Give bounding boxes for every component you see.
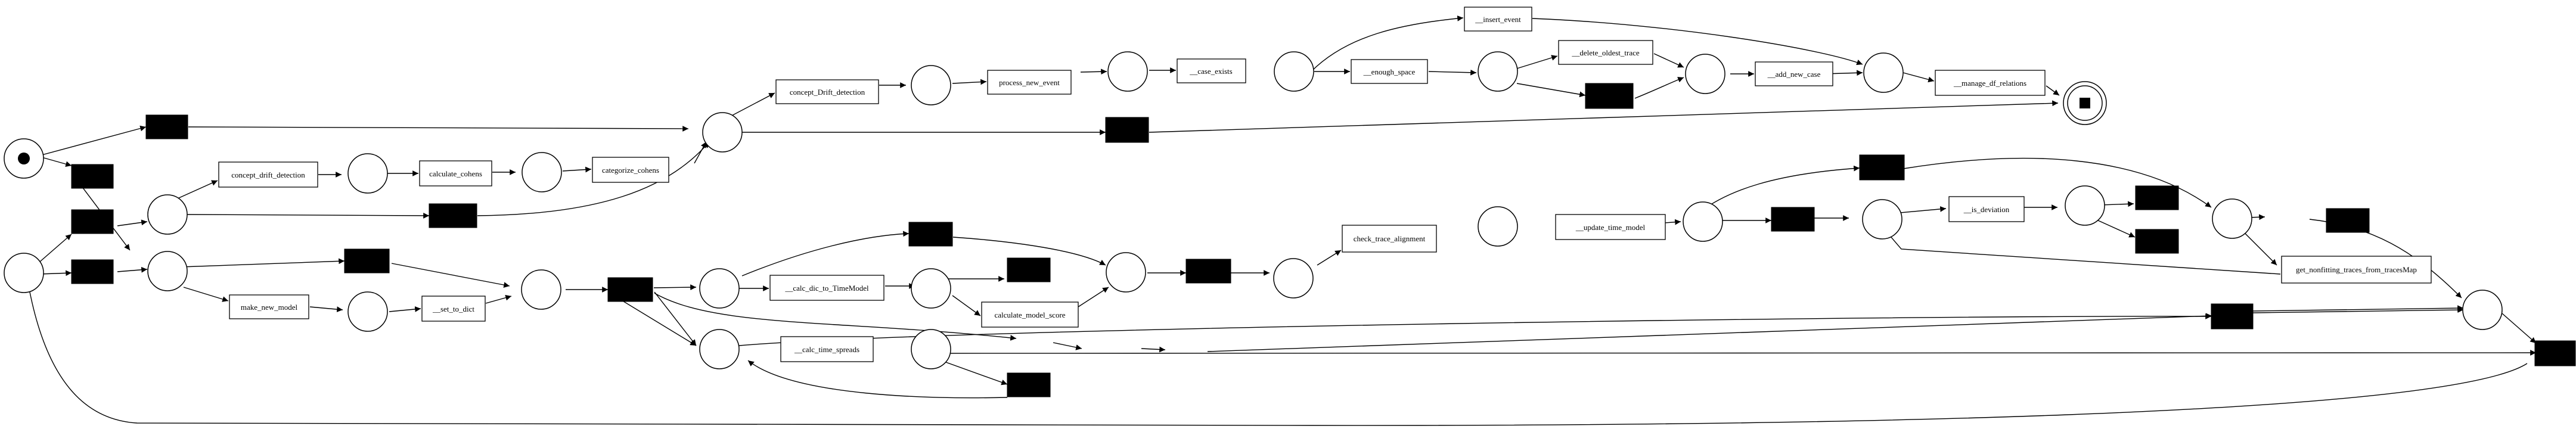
- silent-transition: [1771, 207, 1815, 232]
- silent-transition: [71, 209, 114, 234]
- place: [2212, 198, 2252, 239]
- place: [347, 153, 388, 194]
- place: [699, 268, 740, 309]
- silent-transition: [908, 222, 953, 247]
- silent-transition: [1185, 259, 1231, 284]
- transition-box: [981, 301, 1079, 328]
- transition-box: [775, 79, 879, 104]
- silent-transition: [1007, 372, 1051, 397]
- transition-concept-drift-detection-label: concept_drift_detection: [231, 170, 305, 179]
- transition-manage-df-relations-label: __manage_df_relations: [1953, 79, 2026, 88]
- silent-transition: [607, 277, 653, 302]
- silent-transition: [2326, 208, 2370, 233]
- place: [911, 65, 951, 105]
- place: [1685, 54, 1725, 94]
- transition-box: [987, 70, 1072, 95]
- silent-transition: [1007, 257, 1051, 282]
- place: [911, 329, 951, 369]
- silent-transition: [145, 114, 188, 139]
- place: [702, 112, 743, 153]
- place: [4, 253, 44, 293]
- places: [4, 51, 2503, 369]
- place: [1862, 199, 1902, 240]
- place: [699, 329, 740, 369]
- tokens: [18, 98, 2090, 164]
- silent-transition: [2135, 185, 2179, 210]
- silent-transition: [1585, 83, 1634, 109]
- transition-categorize-cohens-label: categorize_cohens: [602, 166, 659, 175]
- place: [1106, 252, 1146, 293]
- transition-calculate-cohens-label: calculate_cohens: [429, 169, 482, 178]
- place: [1683, 201, 1723, 242]
- transition-box: [769, 275, 884, 301]
- transition-box: [1351, 59, 1428, 84]
- transition-make-new-model-label: make_new_model: [241, 303, 298, 312]
- place: [1274, 51, 1314, 92]
- transition-box: [1935, 70, 2046, 96]
- transition-box: [1948, 196, 2025, 222]
- place: [147, 194, 188, 235]
- transition-case-exists-label: __case_exists: [1189, 67, 1232, 76]
- token: [18, 153, 30, 164]
- transition-box: [2281, 256, 2432, 284]
- transition-box: [1464, 7, 1532, 32]
- transition-box: [218, 161, 318, 188]
- transition-box: [229, 294, 309, 319]
- silent-transition: [429, 203, 477, 228]
- transition-calculate-model-score-label: calculate_model_score: [994, 310, 1065, 319]
- place: [347, 291, 388, 332]
- transition-box: [592, 157, 669, 183]
- transition-calc-time-spreads-label: __calc_time_spreads: [794, 345, 859, 354]
- place: [911, 268, 951, 309]
- place: [147, 251, 188, 291]
- transition-delete-oldest-trace-label: __delete_oldest_trace: [1571, 48, 1640, 57]
- transition-get-nonfitting-traces-label: get_nonfitting_traces_from_tracesMap: [2296, 265, 2417, 274]
- transition-is-deviation-label: __is_deviation: [1963, 205, 2010, 214]
- place: [2462, 290, 2503, 330]
- place: [521, 269, 561, 310]
- labeled-transitions: __insert_event concept_Drift_detection p…: [218, 7, 2432, 362]
- transition-process-new-event-label: process_new_event: [999, 78, 1060, 87]
- transition-calc-dic-to-timemodel-label: __calc_dic_to_TimeModel: [784, 284, 869, 293]
- transition-box: [419, 160, 492, 186]
- transition-box: [1177, 58, 1246, 83]
- transition-box: [780, 336, 874, 362]
- transition-box: [421, 296, 486, 322]
- silent-transitions: [71, 83, 2576, 397]
- silent-transition: [1105, 117, 1149, 143]
- silent-transition: [344, 248, 390, 273]
- arcs: [27, 15, 2537, 427]
- final-marking: [2080, 98, 2090, 108]
- place: [1863, 52, 1904, 93]
- silent-transition: [2211, 303, 2254, 329]
- transition-box: [1555, 214, 1666, 240]
- place: [522, 152, 562, 192]
- transition-box: [1342, 225, 1437, 253]
- silent-transition: [71, 259, 114, 284]
- silent-transition: [1859, 154, 1905, 181]
- place: [1273, 258, 1314, 299]
- transition-check-trace-alignment-label: check_trace_alignment: [1354, 234, 1426, 243]
- place: [1107, 51, 1148, 92]
- transition-concept-drift-detection-main-label: concept_Drift_detection: [790, 88, 865, 97]
- silent-transition: [71, 164, 114, 189]
- place: [2065, 185, 2105, 226]
- silent-transition: [2135, 229, 2179, 254]
- transition-insert-event-label: __insert_event: [1475, 15, 1521, 24]
- transition-enough-space-label: __enough_space: [1363, 67, 1416, 76]
- place: [1478, 206, 1518, 247]
- silent-transition: [2534, 340, 2576, 366]
- place: [1478, 51, 1518, 92]
- transition-set-to-dict-label: __set_to_dict: [432, 304, 474, 313]
- transition-box: [1558, 40, 1653, 65]
- transition-box: [1755, 61, 1833, 86]
- transition-update-time-model-label: __update_time_model: [1575, 223, 1646, 232]
- transition-add-new-case-label: __add_new_case: [1767, 70, 1821, 79]
